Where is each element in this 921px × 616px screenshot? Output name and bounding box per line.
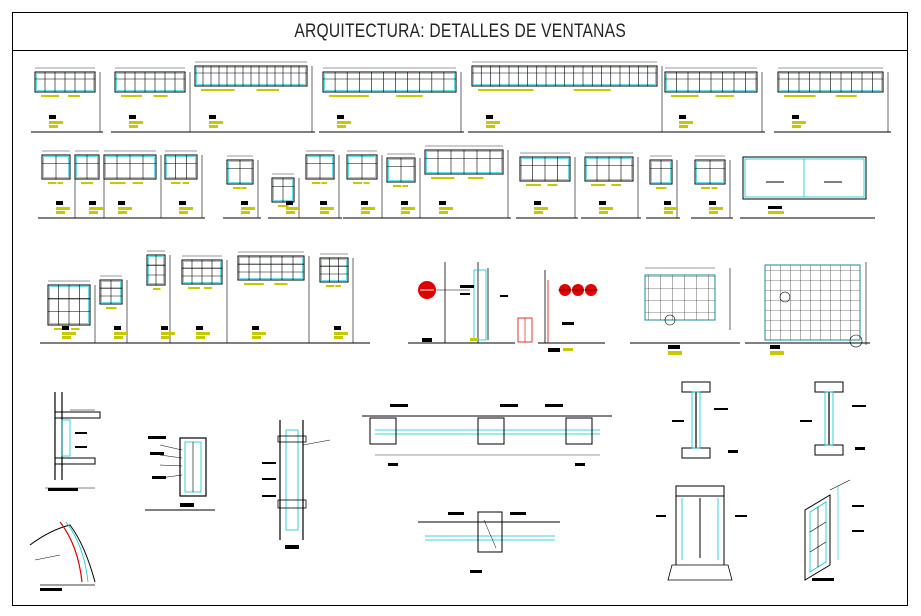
window-elevation-row1-3 [191,61,315,133]
window-elevation-row2-12 [581,152,641,219]
window-elevation-row2-3 [100,150,164,219]
window-isometric-detail [804,479,864,581]
mullion-vertical-section [262,420,331,549]
window-elevation-row2-14 [691,155,733,219]
window-elevation-row2-10 [421,145,511,219]
window-elevation-row2-large [740,156,875,219]
window-frame-section [145,436,215,511]
horizontal-frame-section-short [418,511,560,573]
window-elevation-row2-1 [38,150,78,219]
window-elevation-row1-2 [111,67,193,133]
window-elevation-row3-2 [96,275,130,344]
grid-window-elevation-large [745,262,870,355]
window-elevation-row2-11 [516,152,578,219]
row-3-elevations [40,250,370,344]
window-elevation-row3-1 [44,280,98,344]
sill-head-section-right-1 [672,381,738,459]
section-detail-three-markers [517,270,605,352]
window-elevation-row1-5 [468,61,665,133]
window-elevation-row1-7 [774,67,891,133]
window-elevation-row1-4 [319,67,464,133]
row-2-elevations [38,145,875,219]
row-1-elevations [31,61,891,133]
grid-window-elevation-small [630,267,740,355]
window-elevation-row2-8 [343,150,385,219]
window-elevation-row2-13 [646,155,680,219]
sill-head-section-right-2 [800,381,866,456]
window-elevation-row3-4 [178,255,230,344]
window-elevation-row2-4 [161,150,205,219]
wall-jamb-section-left [45,392,101,491]
window-elevation-row3-5 [234,251,312,344]
window-elevation-row1-6 [661,67,765,133]
window-sill-elevation-detail [656,485,747,581]
drawing-sheet: ARQUITECTURA: DETALLES DE VENTANAS [12,12,908,606]
window-elevation-row3-3 [143,250,175,344]
window-elevation-row2-9 [383,153,423,219]
window-elevation-row2-2 [71,150,107,219]
window-elevation-row2-5 [223,155,261,219]
title-band: ARQUITECTURA: DETALLES DE VENTANAS [13,13,907,51]
section-detail-red-marker [408,262,515,344]
sheet-title: ARQUITECTURA: DETALLES DE VENTANAS [294,20,626,42]
window-elevation-row3-6 [316,253,356,344]
window-elevation-row1-1 [31,67,103,133]
horizontal-frame-section-long [362,404,612,466]
window-elevation-row2-6 [268,173,302,219]
window-elevation-row2-7 [302,150,342,219]
curved-sill-detail [29,521,96,591]
